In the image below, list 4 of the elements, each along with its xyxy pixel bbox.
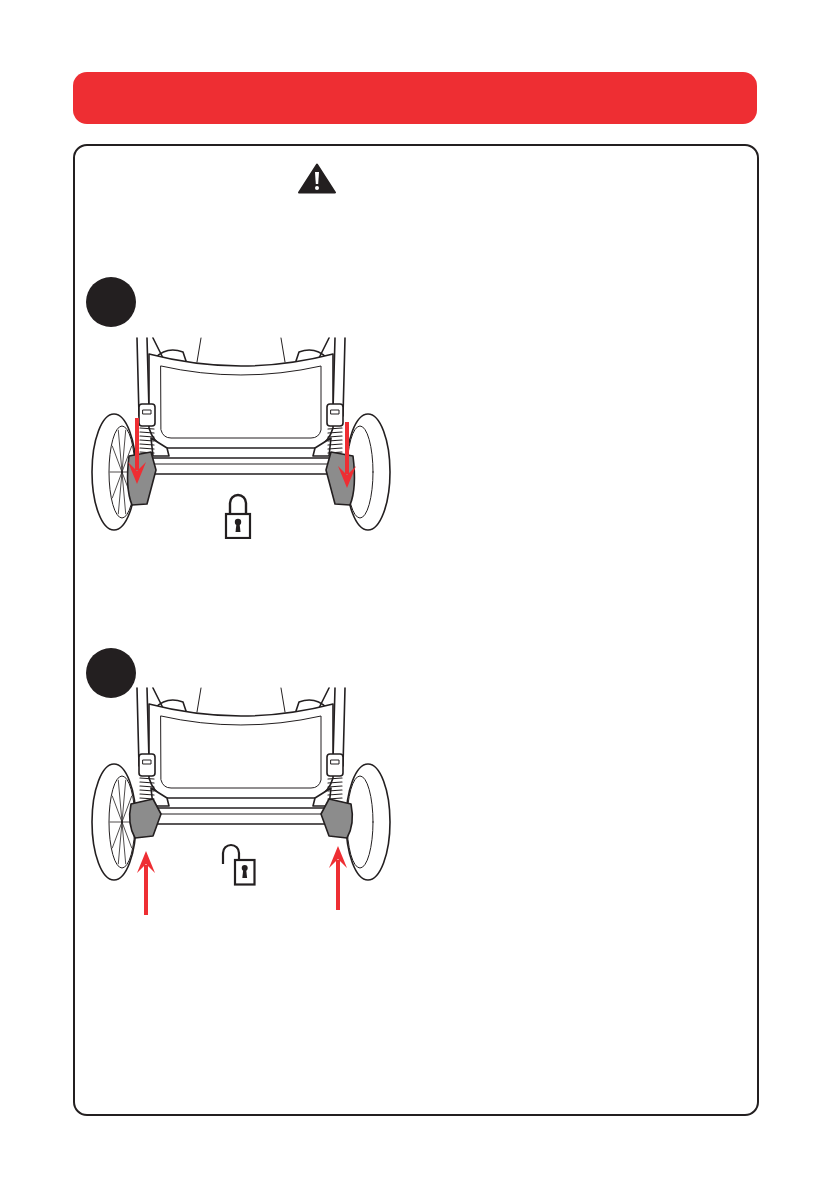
step-marker [86, 648, 136, 698]
header-bar [73, 72, 757, 124]
step-marker [86, 277, 136, 327]
instruction-panel [73, 144, 759, 1116]
